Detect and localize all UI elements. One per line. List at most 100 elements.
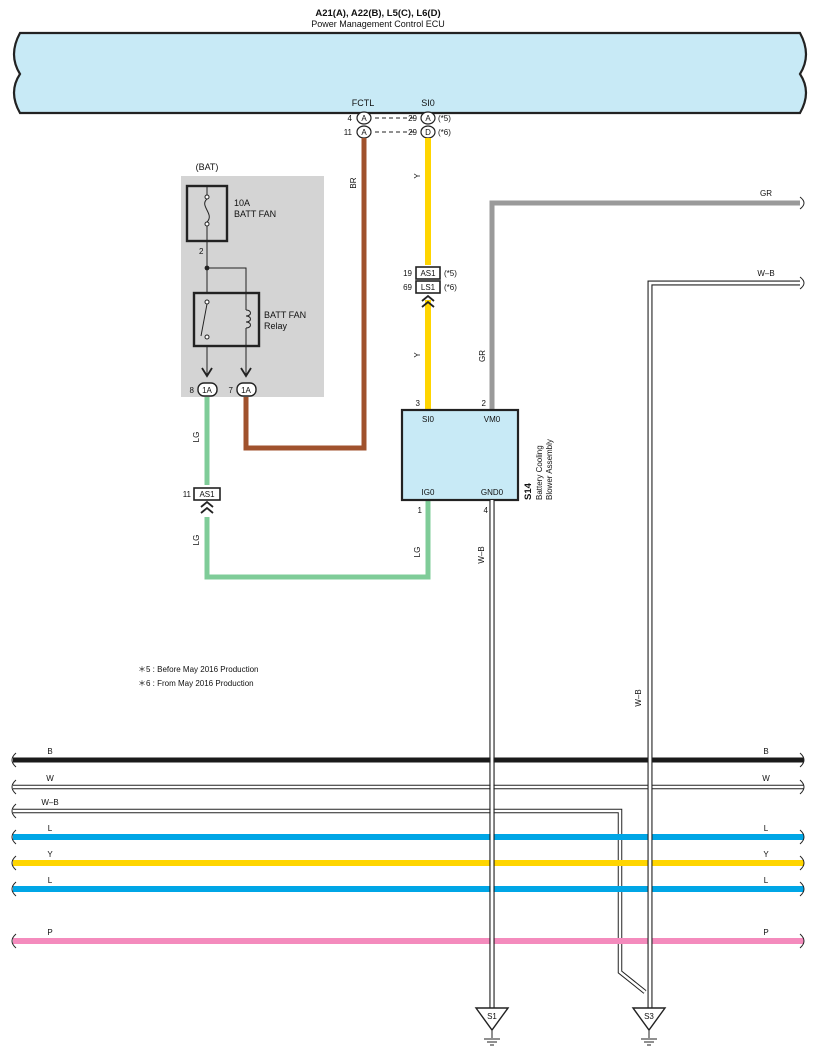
relay-box	[192, 291, 261, 348]
junction-label: LS1	[421, 283, 436, 292]
blower-pin-number: 1	[418, 506, 423, 515]
wire-label-br: BR	[349, 177, 358, 188]
wire-break-icon	[799, 276, 805, 290]
blower-pin-number: 2	[482, 399, 487, 408]
ecu-connectors-label: A21(A), A22(B), L5(C), L6(D)	[315, 8, 440, 19]
junction-ls1	[415, 280, 441, 294]
ground-s3: S3	[631, 1007, 667, 1046]
bus-label-right: P	[763, 928, 768, 937]
bus-label-left: L	[48, 876, 53, 885]
fuse-supply-label: (BAT)	[196, 162, 219, 172]
wire-label-lg-lower: LG	[192, 535, 201, 546]
ecu-si0-note: (*5)	[438, 114, 451, 123]
connector-arrow-icon	[200, 500, 214, 514]
relay-terminal	[236, 382, 257, 397]
ground-s1-label: S1	[487, 1012, 497, 1021]
ecu-fctl-connector: A	[361, 114, 367, 123]
blower-pin-label: IG0	[422, 488, 435, 497]
fuse-element	[204, 198, 210, 223]
ecu-name-label: Power Management Control ECU	[311, 19, 445, 29]
blower-id-label: S14	[523, 482, 534, 500]
fuse-pin-number: 2	[199, 247, 204, 256]
wire-label-lg-right: LG	[413, 547, 422, 558]
production-note: ＊5 : Before May 2016 Production	[138, 665, 259, 674]
bus-l-lower: L L	[11, 876, 805, 897]
bus-label-left: L	[48, 824, 53, 833]
relay-terminal-label: 1A	[202, 386, 212, 395]
junction-as1	[415, 266, 441, 280]
wire-wb-s3	[647, 280, 804, 1008]
bus-b: B B	[11, 747, 805, 768]
ecu-pin-si0-label: SI0	[421, 98, 435, 108]
ecu-pin-fctl-label: FCTL	[352, 98, 375, 108]
wire-break-icon	[11, 881, 805, 897]
bus-label-right: Y	[763, 850, 769, 859]
wire-br	[243, 138, 367, 451]
bus-y: Y Y	[11, 850, 805, 871]
wire-break-icon	[11, 752, 805, 768]
fuse-name-label: BATT FAN	[234, 209, 276, 219]
wire-label-lg-upper: LG	[192, 432, 201, 443]
bus-wb: W–B	[11, 798, 647, 994]
wire-label-y-top: Y	[413, 173, 422, 179]
connector-arrow-icon	[240, 367, 252, 378]
relay-coil-feed-wire	[207, 267, 247, 293]
relay-contact-terminal	[204, 299, 210, 305]
blower-name-label-2: Blower Assembly	[545, 439, 554, 500]
relay-contact-terminal	[204, 334, 210, 340]
fuse-terminal	[204, 221, 210, 227]
bus-l-upper: L L	[11, 824, 805, 845]
wire-break-icon	[11, 829, 805, 845]
wire-break-icon	[11, 933, 805, 949]
wire-gr	[489, 200, 804, 410]
fuse-terminal	[204, 194, 210, 200]
wire-label-gr-vertical: GR	[478, 350, 487, 362]
relay-name-label: BATT FAN	[264, 310, 306, 320]
junction-note: (*5)	[444, 269, 457, 278]
wire-lg	[204, 500, 431, 580]
relay-pin-number: 7	[229, 386, 234, 395]
ground-s1: S1	[474, 1007, 510, 1046]
ecu-fctl-terminal	[356, 111, 372, 125]
production-note: ＊6 : From May 2016 Production	[138, 679, 254, 688]
ecu-fctl-pin-number-alt: 11	[344, 128, 353, 137]
wire-label-wb-right: W–B	[757, 269, 774, 278]
relay-terminal	[197, 382, 218, 397]
junction-pin-number: 69	[403, 283, 412, 292]
junction-as1	[193, 487, 221, 501]
blower-name-label: Battery Cooling	[535, 445, 544, 500]
bus-label-left: B	[47, 747, 52, 756]
junction-note: (*6)	[444, 283, 457, 292]
ecu-si0-note-alt: (*6)	[438, 128, 451, 137]
ecu-fctl-connector-alt: A	[361, 128, 367, 137]
fuse-rating-label: 10A	[234, 198, 250, 208]
bus-label-right: W	[762, 774, 770, 783]
bus-w: W W	[11, 774, 805, 795]
connector-arrow-icon	[201, 367, 213, 378]
wire-break-icon	[11, 779, 805, 795]
ecu-fctl-pin-number: 4	[348, 114, 353, 123]
junction-label: AS1	[420, 269, 436, 278]
ecu-si0-connector-alt: D	[425, 128, 431, 137]
wire-break-icon	[11, 803, 17, 819]
wire-break-icon	[799, 196, 805, 210]
junction-pin-number: 19	[403, 269, 412, 278]
bus-p: P P	[11, 928, 805, 949]
ecu-si0-pin-number: 29	[408, 114, 417, 123]
blower-pin-label: SI0	[422, 415, 435, 424]
relay-block-area	[181, 176, 324, 397]
blower-pin-label: VM0	[484, 415, 501, 424]
bus-label-left: W–B	[41, 798, 58, 807]
connector-arrow-icon	[421, 294, 435, 308]
ecu-box	[12, 31, 808, 115]
ecu-si0-connector: A	[425, 114, 431, 123]
bus-label-left: P	[47, 928, 52, 937]
bus-label-left: Y	[47, 850, 53, 859]
ecu-si0-terminal	[420, 111, 436, 125]
bus-label-right: L	[764, 876, 769, 885]
relay-pin-number: 8	[190, 386, 195, 395]
wire-wb-s1	[489, 500, 495, 1008]
wire-label-gr-right: GR	[760, 189, 772, 198]
junction-pin-number: 11	[183, 490, 192, 499]
